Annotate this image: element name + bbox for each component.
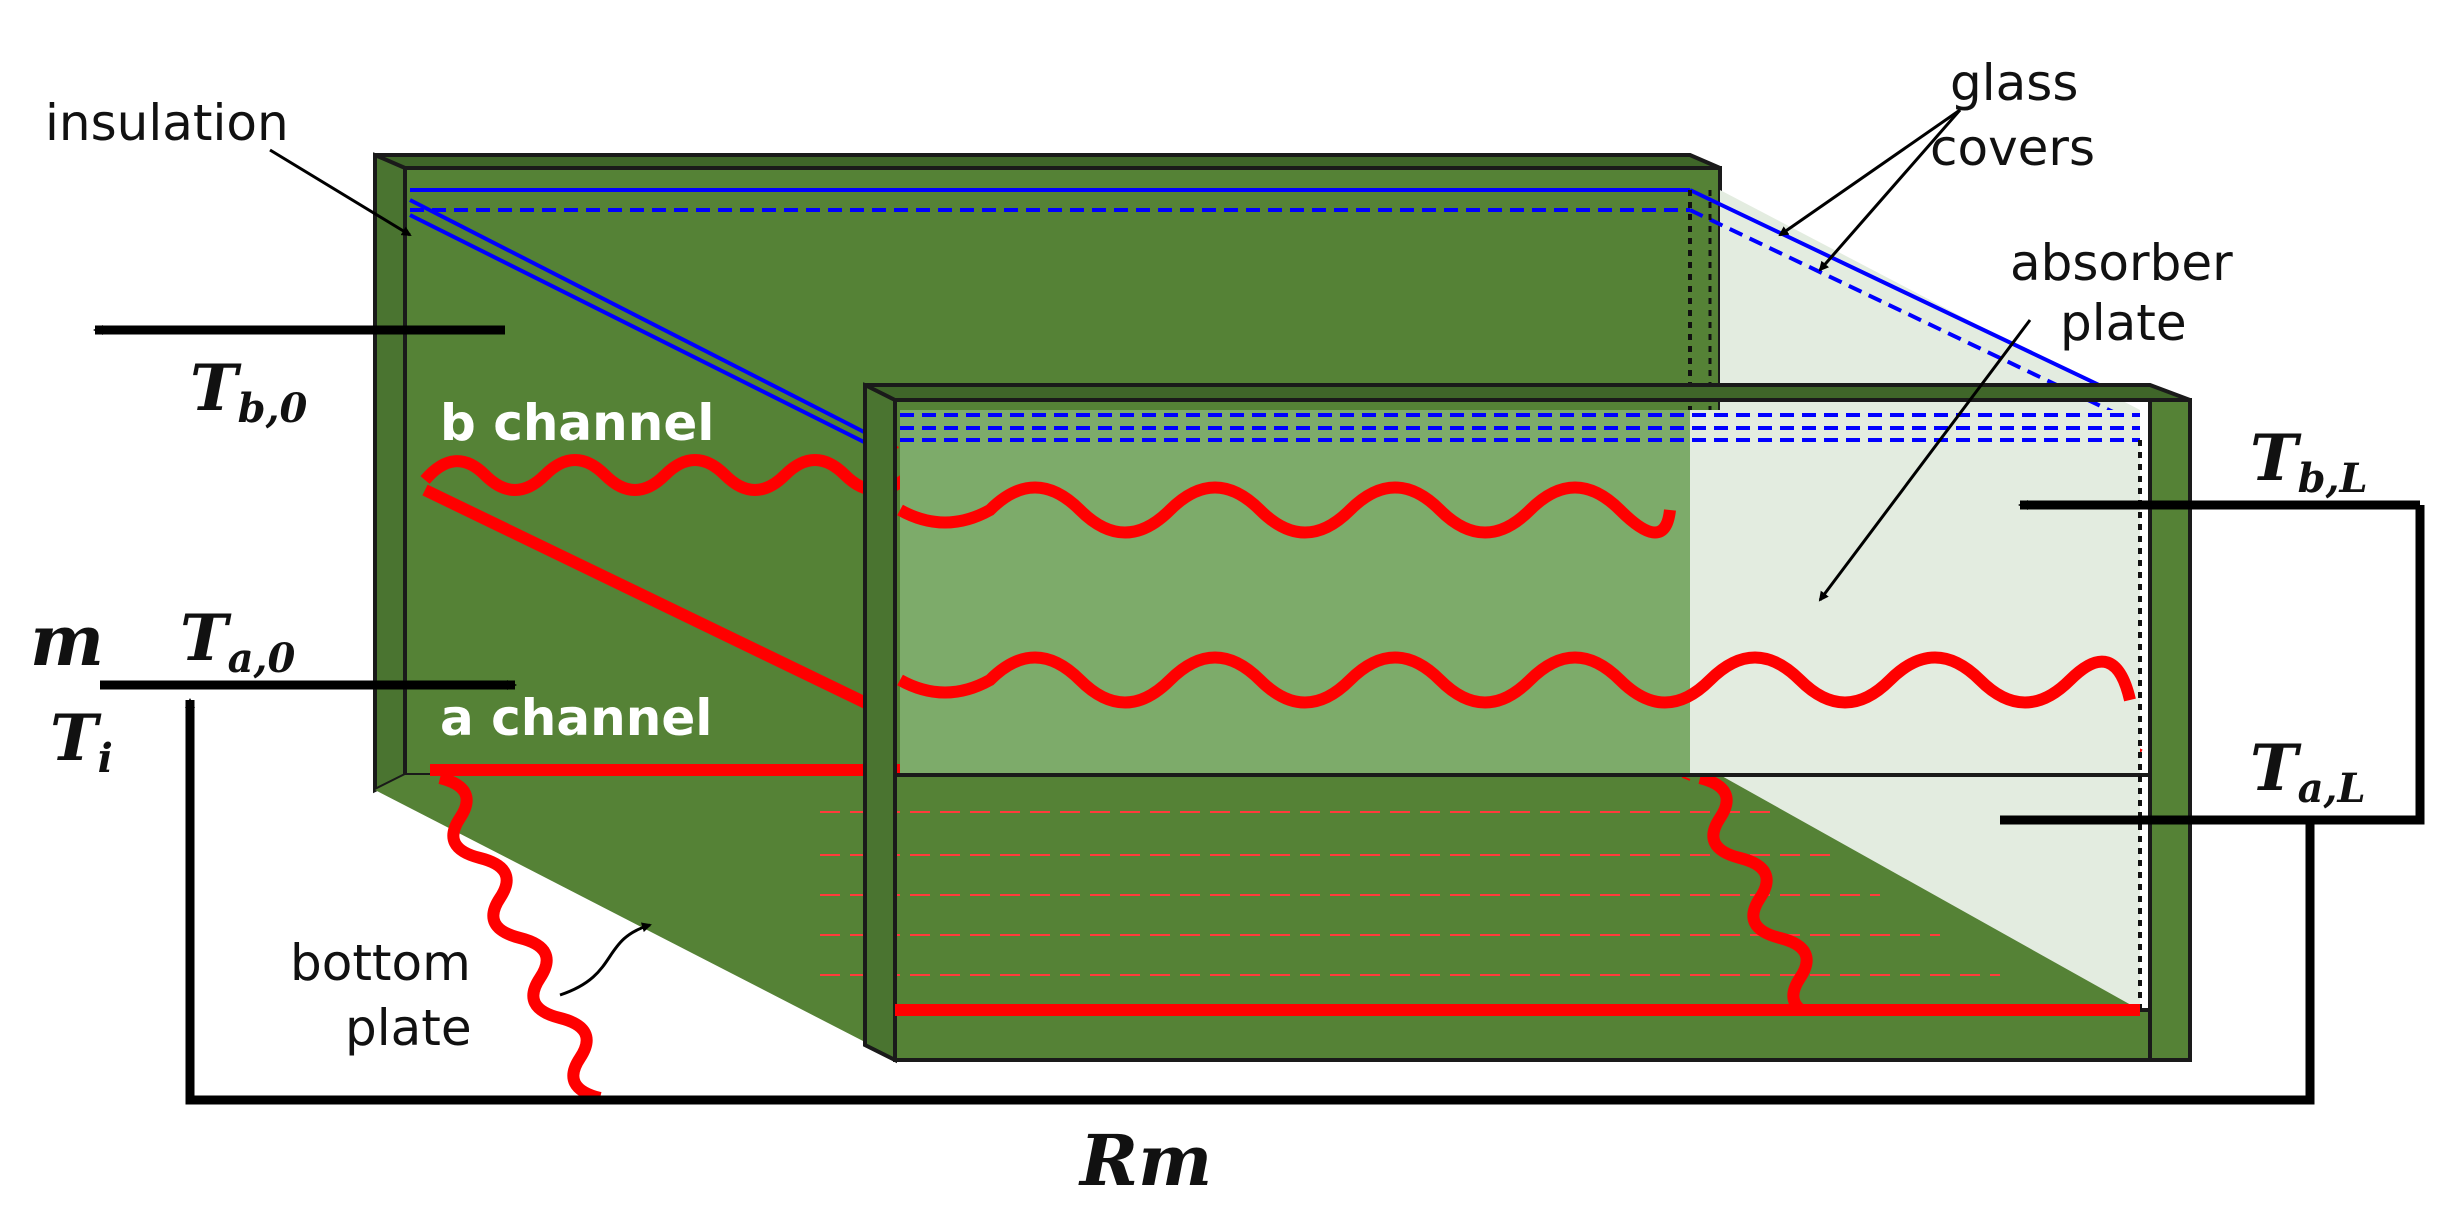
flow-arrows [93, 325, 2425, 1105]
T-aL-symbol: Ta,L [2250, 731, 2366, 812]
insulation-label: insulation [45, 94, 289, 152]
glass-covers-label-line1: glass [1950, 54, 2078, 112]
T-a0-symbol: Ta,0 [180, 601, 295, 682]
absorber-plate-front [895, 481, 2140, 1016]
front-insulation-panel [863, 382, 2192, 1064]
absorber-plate-label-line2: plate [2060, 294, 2187, 352]
bottom-insulation-side [375, 775, 2140, 1060]
T-i-symbol: Ti [50, 701, 113, 782]
bottom-plate-label-line1: bottom [290, 934, 471, 992]
bottom-plate-back [430, 764, 2000, 1104]
leader-lines [269, 108, 2032, 997]
absorber-plate-label-line1: absorber [2010, 234, 2233, 292]
T-bL-symbol: Tb,L [2250, 421, 2368, 502]
a-channel-label: a channel [440, 689, 712, 747]
m-dot-symbol: m [30, 599, 104, 682]
glass-covers-label-line2: covers [1930, 119, 2095, 177]
glass-covers-front [900, 413, 2140, 442]
bottom-plate-label-line2: plate [345, 999, 472, 1057]
Rm-symbol: Rm [1078, 1119, 1212, 1202]
T-b0-symbol: Tb,0 [190, 351, 308, 432]
b-channel-label: b channel [440, 394, 714, 452]
